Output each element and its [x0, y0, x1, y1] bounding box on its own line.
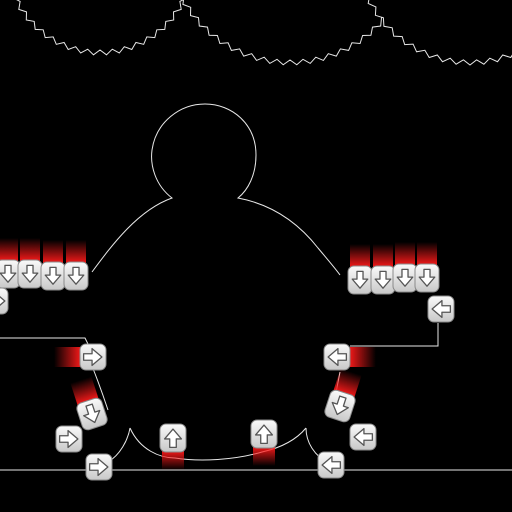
arrow-button-right-foot-upper[interactable]: [349, 423, 377, 451]
arrow-button-right-leg[interactable]: [323, 368, 363, 424]
arrow-down-icon: [21, 264, 39, 283]
arrow-down-icon: [331, 395, 349, 416]
arrow-button-right-leg-glow: [333, 368, 362, 398]
arrow-button-right-foot-lower[interactable]: [317, 451, 345, 479]
arrow-down-icon: [374, 270, 392, 289]
arrow-button-left-row-3[interactable]: [40, 240, 66, 291]
arrow-button-right-row-4-glow: [417, 242, 437, 266]
arrow-down-icon: [418, 268, 436, 287]
arrow-left-icon: [327, 347, 348, 367]
gear-center-icon: [182, 0, 398, 66]
gear-right-icon: [367, 0, 512, 66]
arrow-button-left-row-4[interactable]: [63, 240, 89, 291]
arrow-right-icon: [58, 429, 79, 449]
gear-layer: [16, 0, 512, 66]
arrow-down-icon: [44, 266, 62, 285]
arrow-button-floor-right-glow: [253, 446, 275, 466]
arrow-down-icon: [83, 403, 101, 424]
arrow-button-left-leg[interactable]: [69, 376, 109, 432]
arrow-button-right-edge[interactable]: [427, 295, 455, 323]
arrow-button-floor-left[interactable]: [159, 423, 187, 470]
body-silhouette: [91, 103, 341, 276]
arrow-button-left-row-2-glow: [20, 238, 40, 262]
arrow-down-icon: [0, 264, 17, 283]
arrow-down-icon: [67, 266, 85, 285]
arrow-left-icon: [321, 455, 342, 475]
arrow-button-right-row-2-glow: [373, 244, 393, 268]
arrow-button-left-row-4-glow: [66, 240, 86, 264]
arrow-button-right-row-3-glow: [395, 242, 415, 266]
right-ledge-line: [350, 323, 439, 347]
arrow-button-right-row-2[interactable]: [370, 244, 396, 295]
arrow-left-icon: [353, 427, 374, 447]
arrow-button-left-arm[interactable]: [54, 343, 107, 371]
arrow-button-right-row-3[interactable]: [392, 242, 418, 293]
arrow-down-icon: [351, 270, 369, 289]
arrow-button-left-arm-glow: [54, 347, 82, 367]
arrow-button-left-row-1-glow: [0, 238, 18, 262]
arrow-button-left-edge[interactable]: [0, 287, 9, 315]
arrow-down-icon: [396, 268, 414, 287]
arrow-buttons: [0, 238, 455, 481]
arrow-button-right-row-1[interactable]: [347, 244, 373, 295]
arrow-button-left-row-2[interactable]: [17, 238, 43, 289]
arrow-button-left-foot-upper[interactable]: [55, 425, 83, 453]
arrow-button-right-arm[interactable]: [323, 343, 376, 371]
arrow-button-floor-left-glow: [162, 450, 184, 470]
arrow-button-left-row-3-glow: [43, 240, 63, 264]
arrow-button-right-arm-glow: [348, 347, 376, 367]
arrow-left-icon: [431, 299, 452, 319]
arrow-up-icon: [163, 428, 183, 449]
arrow-button-floor-right[interactable]: [250, 419, 278, 466]
track-lines: [0, 103, 512, 471]
arrow-right-icon: [82, 347, 103, 367]
arrow-right-icon: [88, 457, 109, 477]
arrow-button-right-row-4[interactable]: [414, 242, 440, 293]
arrow-button-left-row-1[interactable]: [0, 238, 21, 289]
arrow-button-left-foot-lower[interactable]: [85, 453, 113, 481]
arrow-right-icon: [0, 293, 6, 309]
gear-left-icon: [16, 0, 184, 56]
center-lower-curve: [129, 427, 307, 461]
arrow-button-left-leg-glow: [70, 376, 99, 406]
arrow-button-right-row-1-glow: [350, 244, 370, 268]
arrow-up-icon: [254, 424, 274, 445]
